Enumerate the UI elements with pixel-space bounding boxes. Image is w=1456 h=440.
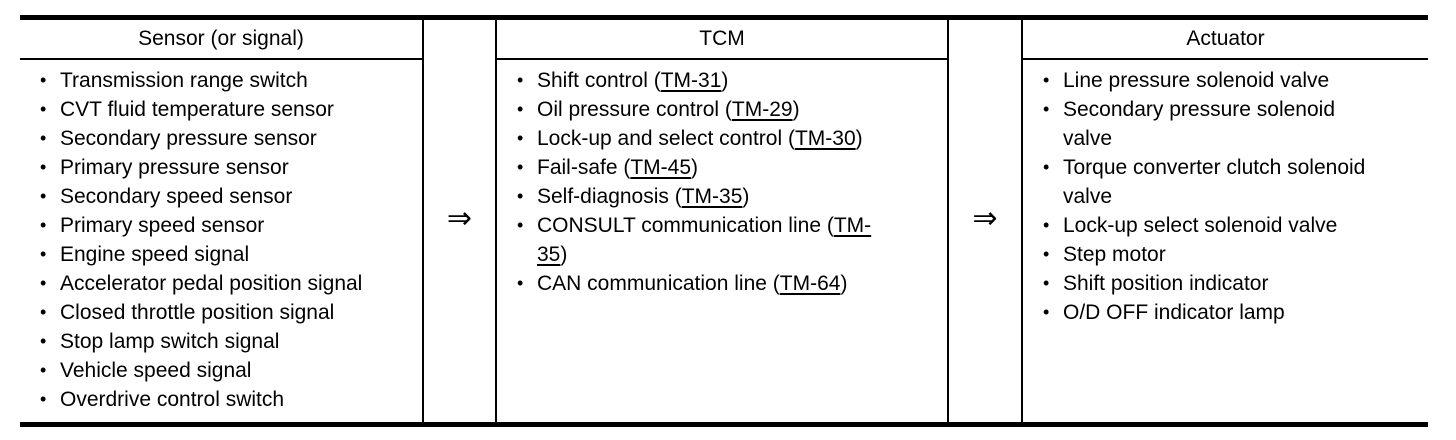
bullet-icon: • [517, 215, 524, 235]
list-item: •Oil pressure control (TM-29) [497, 95, 939, 124]
right-double-arrow-icon: ⇒ [972, 202, 998, 235]
list-item: •Lock-up and select control (TM-30) [497, 124, 939, 153]
bullet-icon: • [40, 331, 47, 351]
tcm-column-body: •Shift control (TM-31) •Oil pressure con… [497, 60, 947, 422]
bullet-icon: • [40, 389, 47, 409]
list-item: •Accelerator pedal position signal [20, 269, 414, 298]
list-item: •Stop lamp switch signal [20, 327, 414, 356]
tm-64-link[interactable]: TM-64 [779, 272, 841, 295]
bullet-icon: • [40, 244, 47, 264]
list-item: •Fail-safe (TM-45) [497, 153, 939, 182]
bullet-icon: • [40, 273, 47, 293]
column-header-actuator: Actuator [1023, 20, 1428, 60]
bullet-icon: • [40, 157, 47, 177]
bullet-icon: • [1043, 70, 1050, 90]
tcm-column-title: TCM [699, 27, 745, 50]
bullet-icon: • [1043, 215, 1050, 235]
tm-31-link[interactable]: TM-31 [660, 69, 722, 92]
bullet-icon: • [40, 186, 47, 206]
bullet-icon: • [517, 70, 524, 90]
bullet-icon: • [1043, 157, 1050, 177]
bullet-icon: • [517, 157, 524, 177]
column-header-tcm: TCM [497, 20, 947, 60]
list-item: •Self-diagnosis (TM-35) [497, 182, 939, 211]
list-item: •Shift control (TM-31) [497, 66, 939, 95]
list-item: •Line pressure solenoid valve [1023, 66, 1420, 95]
list-item: •Secondary pressure sensor [20, 124, 414, 153]
actuator-list: •Line pressure solenoid valve •Secondary… [1023, 66, 1420, 327]
bullet-icon: • [40, 215, 47, 235]
right-double-arrow-icon: ⇒ [446, 202, 473, 235]
bullet-icon: • [1043, 99, 1050, 119]
flow-arrow-cell-1: ⇒ [422, 20, 497, 422]
bullet-icon: • [40, 128, 47, 148]
bullet-icon: • [40, 99, 47, 119]
list-item: •CAN communication line (TM-64) [497, 269, 939, 298]
list-item: •O/D OFF indicator lamp [1023, 298, 1420, 327]
actuator-column-title: Actuator [1186, 27, 1265, 50]
bullet-icon: • [517, 273, 524, 293]
bullet-icon: • [517, 99, 524, 119]
list-item: •Primary speed sensor [20, 211, 414, 240]
sensor-column-body: •Transmission range switch •CVT fluid te… [20, 60, 422, 422]
bullet-icon: • [517, 186, 524, 206]
list-item: •Lock-up select solenoid valve [1023, 211, 1420, 240]
list-item: •CVT fluid temperature sensor [20, 95, 414, 124]
sensor-list: •Transmission range switch •CVT fluid te… [20, 66, 414, 414]
system-flow-table: Sensor (or signal) ⇒ TCM ⇒ Actuator •Tra… [20, 15, 1428, 427]
bullet-icon: • [1043, 273, 1050, 293]
list-item: •Secondary speed sensor [20, 182, 414, 211]
sensor-column-title: Sensor (or signal) [138, 27, 304, 50]
list-item: •Secondary pressure solenoid valve [1023, 95, 1420, 153]
list-item: •Overdrive control switch [20, 385, 414, 414]
tm-35-link[interactable]: TM- 35 [537, 214, 872, 266]
bullet-icon: • [1043, 244, 1050, 264]
list-item: •Vehicle speed signal [20, 356, 414, 385]
list-item: •Transmission range switch [20, 66, 414, 95]
bullet-icon: • [40, 360, 47, 380]
tm-29-link[interactable]: TM-29 [731, 98, 793, 121]
flow-arrow-cell-2: ⇒ [947, 20, 1023, 422]
bullet-icon: • [1043, 302, 1050, 322]
tcm-list: •Shift control (TM-31) •Oil pressure con… [497, 66, 939, 298]
list-item: •Shift position indicator [1023, 269, 1420, 298]
list-item: •Primary pressure sensor [20, 153, 414, 182]
bullet-icon: • [40, 70, 47, 90]
column-header-sensor: Sensor (or signal) [20, 20, 422, 60]
list-item: •CONSULT communication line (TM- 35) [497, 211, 939, 269]
list-item: •Closed throttle position signal [20, 298, 414, 327]
tm-45-link[interactable]: TM-45 [630, 156, 692, 179]
actuator-column-body: •Line pressure solenoid valve •Secondary… [1023, 60, 1428, 422]
bullet-icon: • [40, 302, 47, 322]
list-item: •Engine speed signal [20, 240, 414, 269]
list-item: •Torque converter clutch solenoid valve [1023, 153, 1420, 211]
bullet-icon: • [517, 128, 524, 148]
list-item: •Step motor [1023, 240, 1420, 269]
tm-35-link[interactable]: TM-35 [681, 185, 743, 208]
tm-30-link[interactable]: TM-30 [794, 127, 856, 150]
